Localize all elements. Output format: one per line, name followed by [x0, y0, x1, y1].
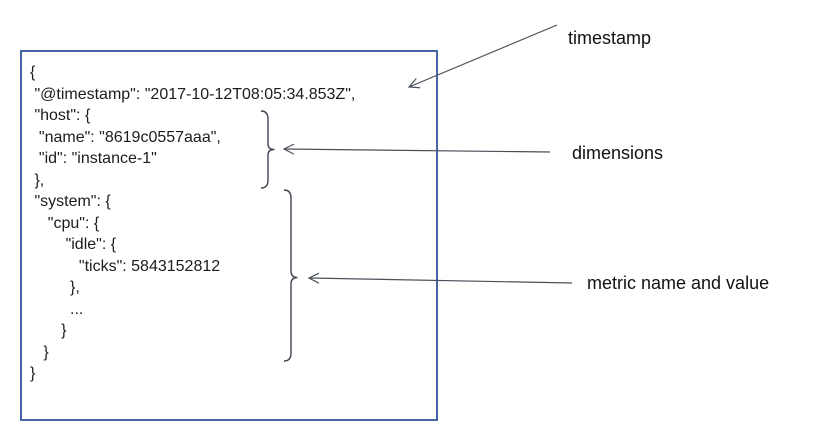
code-line: "@timestamp": "2017-10-12T08:05:34.853Z"…	[30, 85, 356, 103]
code-line: "ticks": 5843152812	[30, 257, 221, 275]
code-line: }	[30, 365, 36, 382]
code-line: "idle": {	[30, 236, 117, 253]
code-line: "system": {	[30, 193, 111, 210]
code-line: }	[30, 322, 67, 339]
code-line: {	[30, 64, 36, 81]
dimensions-label: dimensions	[572, 143, 664, 163]
code-line: ...	[30, 300, 84, 318]
code-line: },	[30, 279, 80, 296]
metric-name-and-value-label: metric name and value	[587, 273, 770, 293]
timestamp-label: timestamp	[568, 28, 652, 48]
code-line: },	[30, 171, 45, 189]
code-line: "host": {	[30, 107, 91, 124]
code-line: "name": "8619c0557aaa",	[30, 128, 221, 146]
code-line: "id": "instance-1"	[30, 150, 157, 167]
code-line: "cpu": {	[30, 214, 100, 232]
code-line: }	[30, 343, 49, 361]
json-code: { "@timestamp": "2017-10-12T08:05:34.853…	[22, 52, 436, 385]
json-document-box: { "@timestamp": "2017-10-12T08:05:34.853…	[20, 50, 438, 421]
